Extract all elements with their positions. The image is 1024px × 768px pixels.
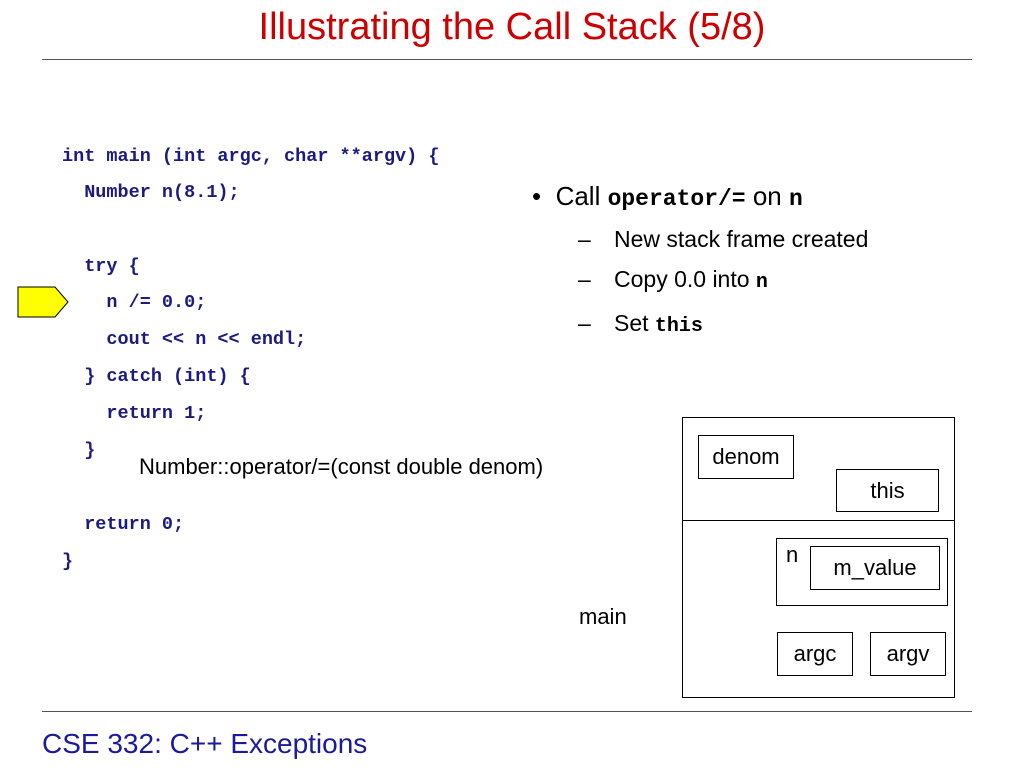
operator-frame-label: Number::operator/=(const double denom) xyxy=(139,454,544,479)
code-line: try { xyxy=(62,256,140,277)
sub-bullet: –New stack frame created xyxy=(578,226,869,252)
m-value-slot: m_value xyxy=(810,546,940,590)
execution-pointer-arrow-icon xyxy=(17,286,69,318)
bullet-dot: • xyxy=(532,181,556,211)
code-line: int main (int argc, char **argv) { xyxy=(62,146,440,167)
code-line: } xyxy=(62,551,74,572)
stack-frame-divider xyxy=(682,520,955,521)
code-line: n /= 0.0; xyxy=(62,292,207,313)
slide-footer: CSE 332: C++ Exceptions xyxy=(42,728,368,759)
n-object-label: n xyxy=(786,542,799,567)
bullet-main: • Call operator/= on n xyxy=(532,181,803,212)
denom-slot: denom xyxy=(698,435,794,479)
main-frame-label: main xyxy=(579,604,627,629)
sub-bullet: –Copy 0.0 into n xyxy=(578,266,768,294)
code-line: Number n(8.1); xyxy=(62,182,240,203)
call-stack-diagram xyxy=(682,417,955,698)
code-line: } catch (int) { xyxy=(62,366,251,387)
code-line: cout << n << endl; xyxy=(62,329,307,350)
footer-rule xyxy=(42,711,972,712)
argv-slot: argv xyxy=(870,632,946,676)
bullet-list: • Call operator/= on n –New stack frame … xyxy=(532,176,1002,347)
sub-bullet: –Set this xyxy=(578,310,703,338)
code-line: return 0; xyxy=(62,514,185,535)
slide-title: Illustrating the Call Stack (5/8) xyxy=(258,6,766,48)
code-line: return 1; xyxy=(62,403,207,424)
code-line: } xyxy=(62,440,96,461)
this-slot: this xyxy=(836,469,939,512)
argc-slot: argc xyxy=(777,632,853,676)
title-rule xyxy=(42,59,972,60)
